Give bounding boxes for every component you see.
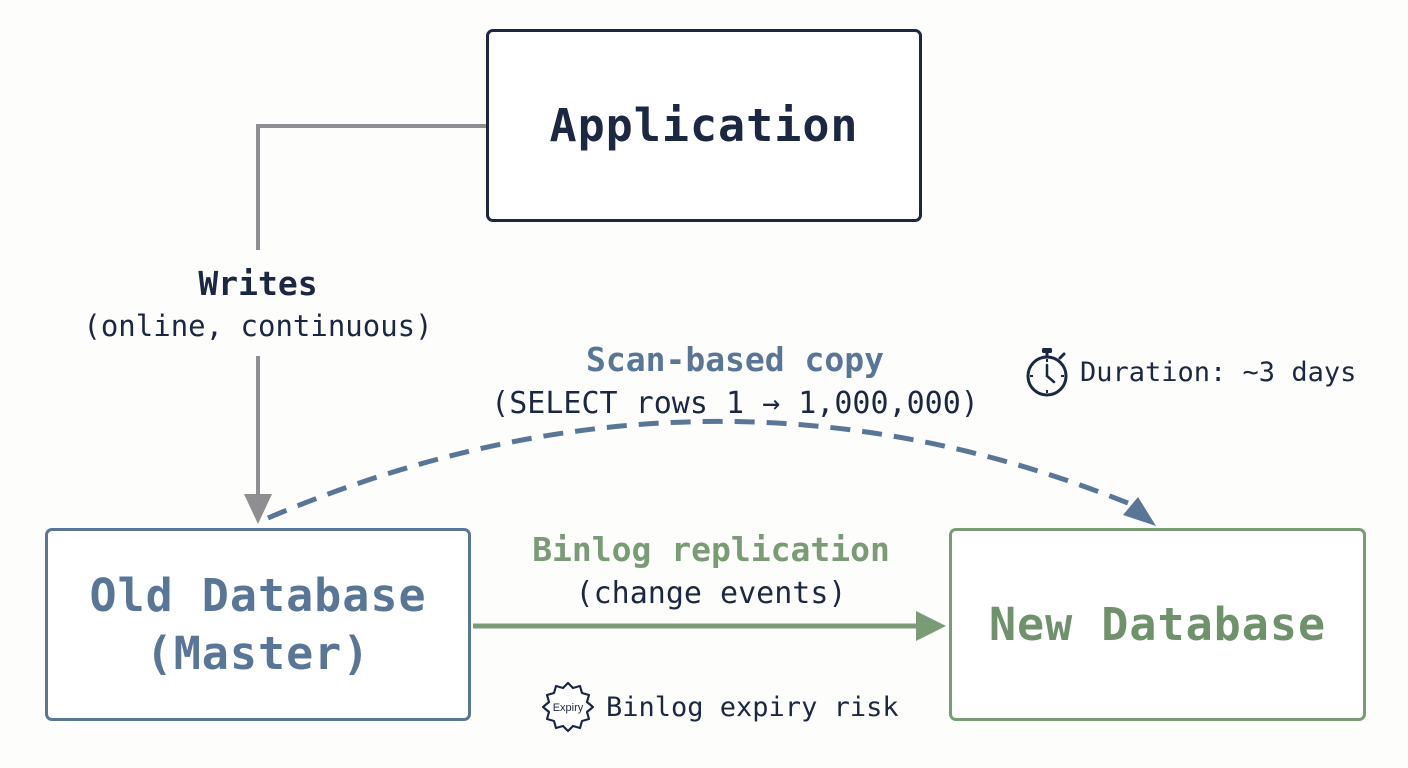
old-database-title: Old Database [89,568,427,622]
binlog-label: Binlog replication (change events) [476,528,946,616]
writes-arrowhead [244,494,272,524]
duration-note: Duration: ~3 days [1024,346,1356,398]
scan-copy-arc [267,418,1141,521]
stopwatch-icon [1026,348,1068,397]
svg-text:Expiry: Expiry [553,702,584,714]
writes-connector-upper [256,124,486,250]
expiry-seal-icon: Expiry [541,681,595,733]
new-database-title: New Database [988,597,1327,651]
scan-copy-arrowhead [1123,497,1156,526]
binlog-label-detail: (change events) [575,576,847,611]
application-node: Application [486,29,922,222]
new-database-node: New Database [949,528,1366,721]
scan-copy-label-detail: (SELECT rows 1 → 1,000,000) [491,386,979,421]
writes-label-title: Writes [198,264,318,303]
application-title: Application [549,98,859,152]
duration-text: Duration: ~3 days [1080,356,1357,388]
old-database-node: Old Database (Master) [45,528,471,721]
binlog-arrowhead [916,611,946,641]
expiry-text: Binlog expiry risk [606,691,899,723]
binlog-label-title: Binlog replication [532,530,890,569]
old-database-subtitle: (Master) [145,626,371,680]
expiry-note: Expiry Binlog expiry risk [540,680,899,734]
writes-label-detail: (online, continuous) [83,309,433,343]
scan-copy-label: Scan-based copy (SELECT rows 1 → 1,000,0… [430,338,1040,426]
writes-label: Writes (online, continuous) [56,262,460,346]
scan-copy-label-title: Scan-based copy [585,340,884,379]
